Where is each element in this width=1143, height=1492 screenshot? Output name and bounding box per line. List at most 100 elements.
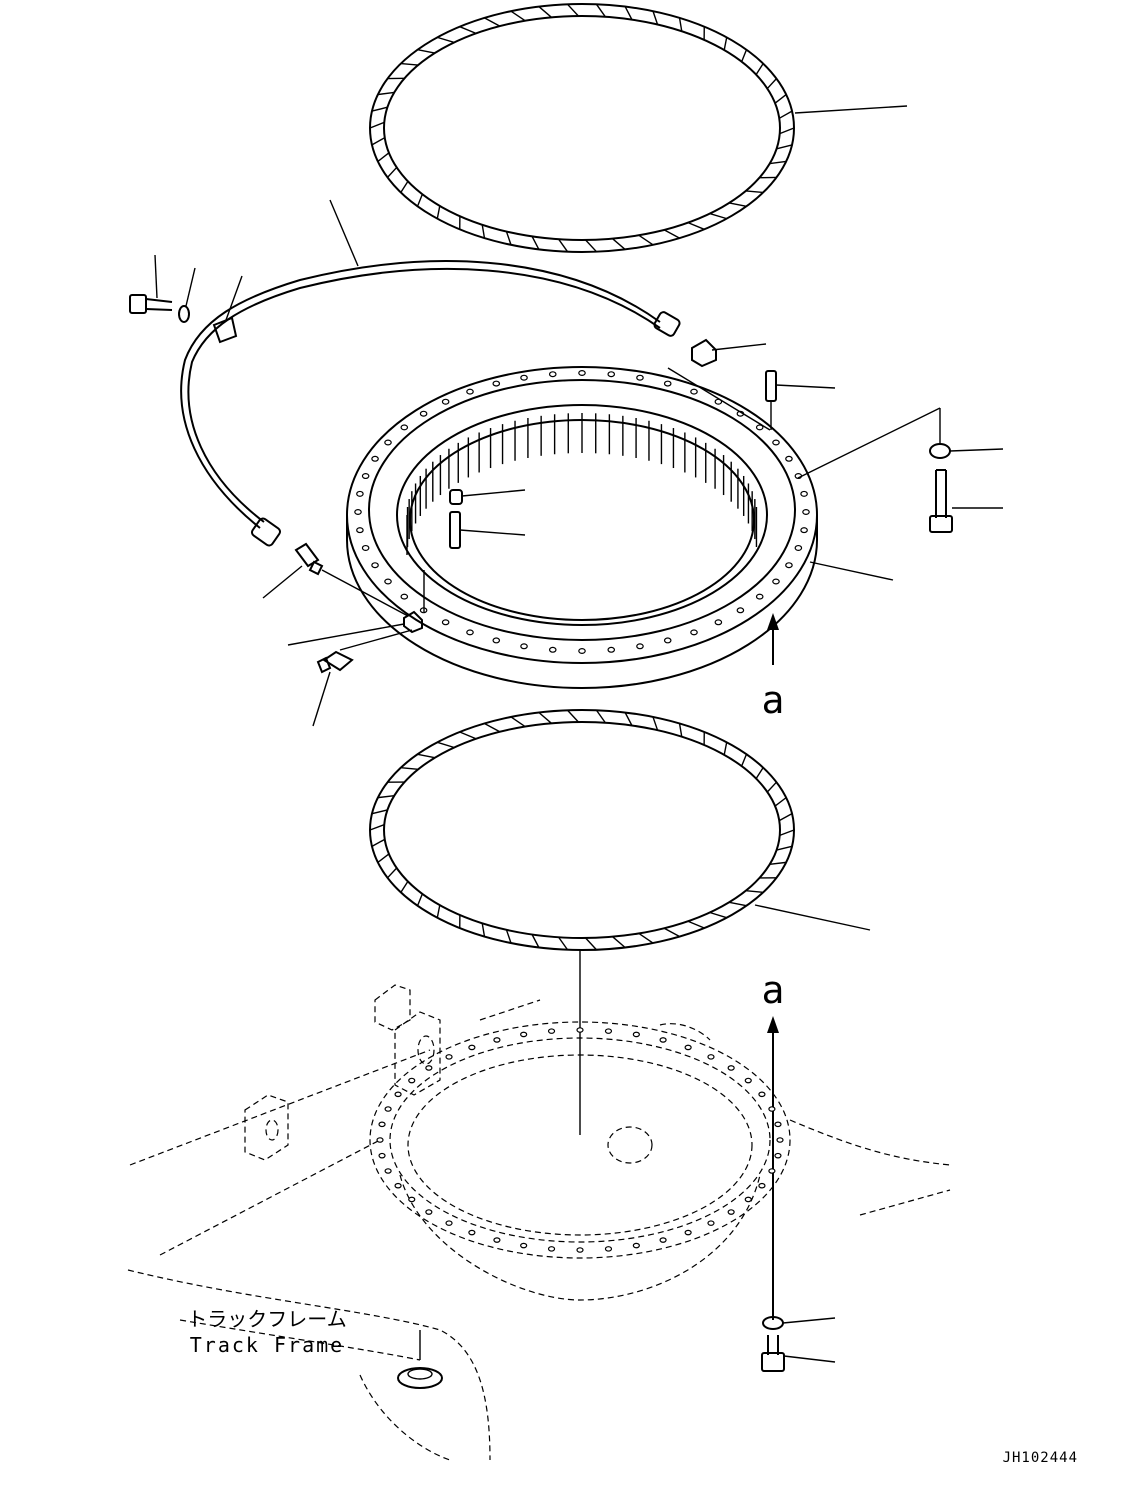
bolt-hole [356,527,364,534]
frame-bolt-hole [727,1065,735,1071]
frame-bolt-hole [384,1106,392,1112]
hatch-line [755,63,764,76]
hatch-line [377,853,390,863]
hatch-line [416,893,424,906]
grease-nipple-lower [312,629,413,727]
frame-washer [762,1316,836,1330]
frame-bolt-hole [768,1106,776,1112]
hatch-line [371,137,386,146]
leader-upper-seal [794,105,908,114]
hatch-line [769,861,787,865]
frame-bolt-hole [576,1247,584,1253]
bolt-hole [371,455,379,462]
hatch-line [776,144,793,150]
hatch-line [678,723,683,737]
bolt-hole [785,455,793,462]
leader-bearing [809,561,894,581]
hatch-line [755,767,764,779]
frame-bolt-hole [493,1037,501,1043]
hatch-line [437,36,455,44]
bolt-hole [636,374,644,381]
hatch-line [505,231,512,246]
hatch-line [416,193,424,207]
frame-bolt-hole [445,1220,453,1226]
hose-fitting-bottom [251,517,281,547]
hatch-line [766,781,777,793]
bolt-hole [690,388,698,395]
hatch-line [387,867,398,879]
frame-bolt [761,1335,836,1372]
frame-bolt-hole [768,1168,776,1174]
hatch-line [484,17,501,27]
hatch-line [709,212,727,220]
bolt-hole [636,643,644,650]
frame-bolt-hole [408,1196,416,1203]
hatch-line [387,166,398,178]
bolt-hole [755,593,764,600]
frame-bolt-hole [774,1121,782,1128]
frame-bolt-hole [744,1077,752,1084]
plug [449,489,526,505]
hatch-line [729,202,747,207]
bolt-hole [441,398,450,405]
bolt-hole [466,388,474,395]
lower-seal-hatch [369,709,795,951]
bolt-hole [607,646,616,653]
swing-circle-bearing [346,366,894,689]
frame-bolt-hole [493,1237,501,1243]
hatch-line [779,829,795,837]
hatch-line [687,221,705,230]
frame-bolt-hole [425,1209,433,1215]
hatch-line [558,238,569,253]
hatch-line [624,6,633,20]
hose-clamp [212,275,243,344]
hatch-line [778,110,793,119]
hatch-line [400,766,419,771]
frame-bolt-hole [774,1152,782,1159]
hatch-line [776,845,793,851]
hose-fitting-top [653,311,681,337]
hatch-line [585,239,597,253]
grease-hose [180,199,681,547]
hatch-line [558,936,569,951]
bolt-hole [714,619,723,626]
frame-bolt-hole [684,1229,692,1236]
hatch-line [538,711,552,724]
frame-bolt-hole [468,1044,476,1051]
upper-seal-hatch [369,3,795,253]
hatch-line [745,889,764,894]
frame-bolt-hole [468,1229,476,1236]
bolt-hole [520,643,528,650]
leader-hose [329,199,359,267]
hatch-line [531,934,540,948]
hatch-line [745,190,764,194]
frame-bolt-hole [445,1054,453,1060]
track-frame-label-en: Track Frame [190,1333,344,1357]
hatch-line [371,106,388,112]
dowel-pin [765,370,836,430]
internal-gear-teeth [406,413,758,555]
bolt-hole [466,629,474,636]
frame-bolt-hole [659,1237,667,1243]
hatch-line [595,709,606,724]
hatch-line [779,127,795,135]
hatch-line [778,813,793,822]
hatch-line [774,93,787,104]
hatch-line [723,742,728,755]
hatch-line [612,936,626,949]
hatch-line [459,731,477,740]
hose-clamp-washer [178,267,196,323]
bearing-washer [797,407,1004,479]
hatch-line [437,741,455,749]
frame-bolt-hole [394,1091,402,1098]
bolt-hole [354,509,362,516]
bolt-hole [356,490,364,497]
frame-bolt-hole [520,1031,528,1038]
grease-block-upper [667,338,771,431]
drawing-number: JH102444 [1003,1450,1078,1466]
bolt-hole [794,544,803,551]
hatch-line [436,905,441,918]
frame-bolt-hole [547,1028,556,1034]
bolt-hole [755,424,764,431]
bolt-hole [785,562,793,569]
